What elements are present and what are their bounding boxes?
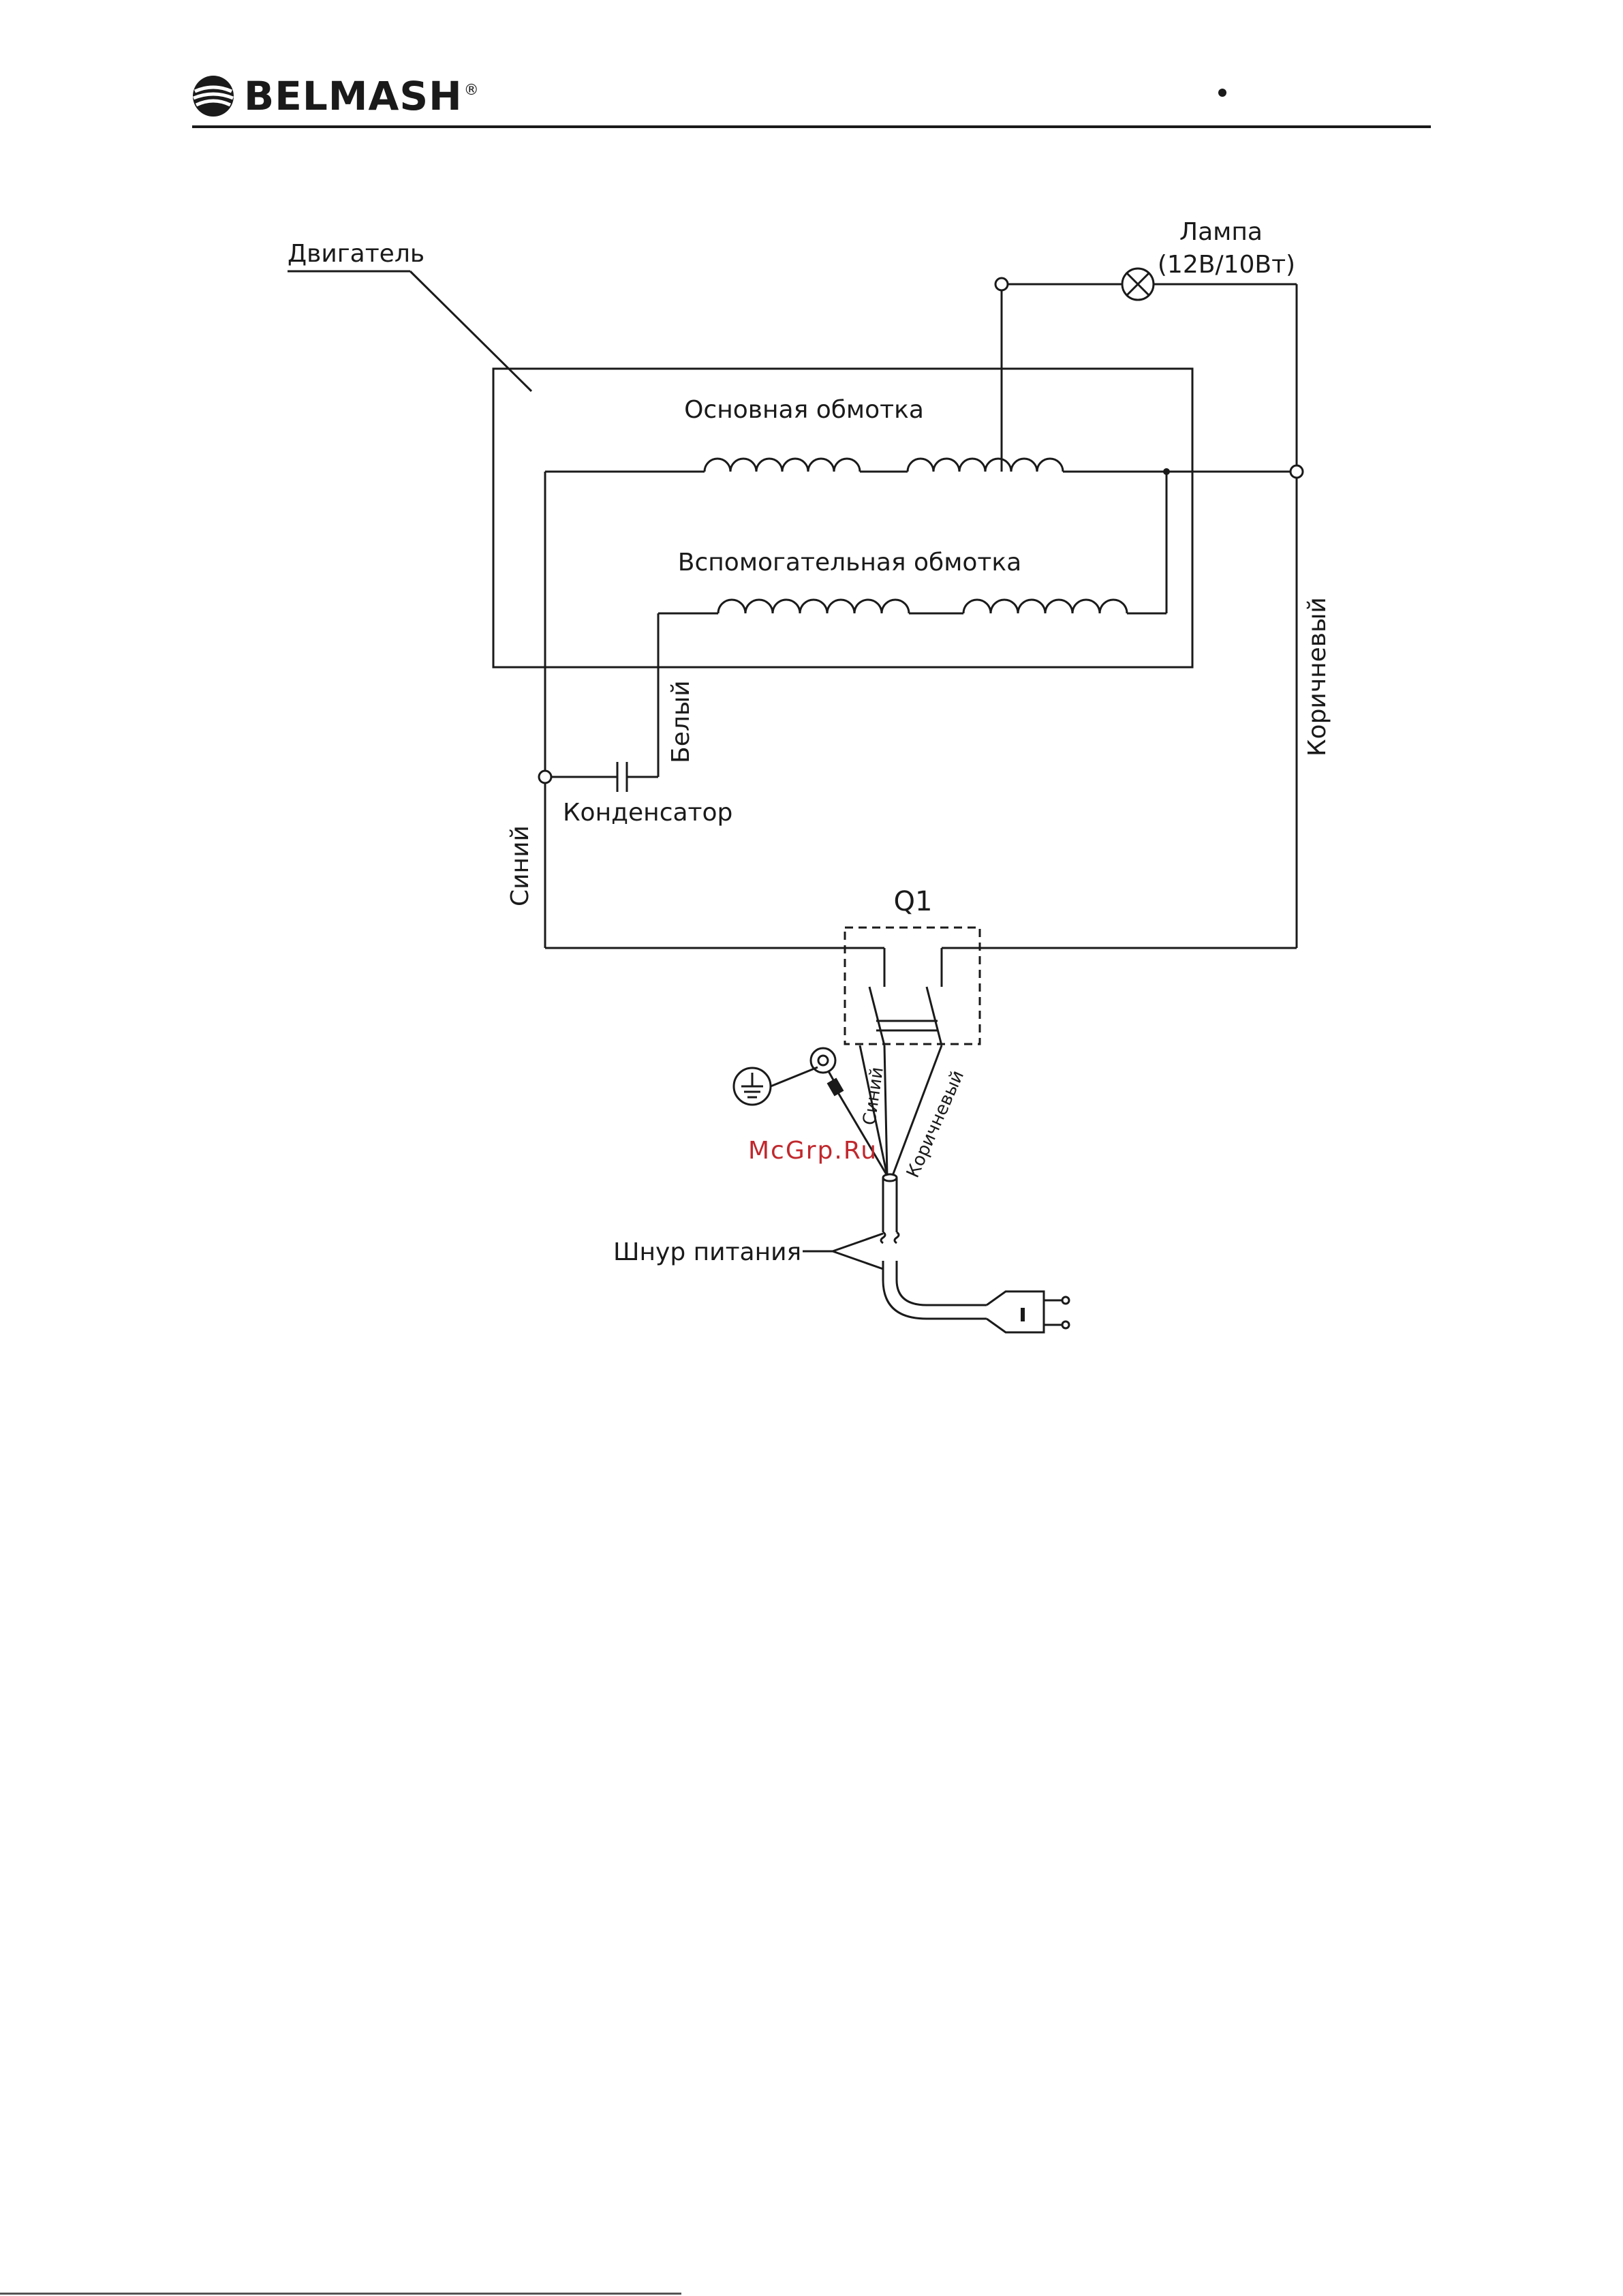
power-cord (881, 1174, 987, 1319)
capacitor-symbol (545, 762, 632, 792)
ground-icon (734, 1067, 818, 1105)
lamp-rating: (12В/10Вт) (1158, 251, 1295, 279)
terminal-capacitor (539, 771, 551, 783)
plug-pin-mark (1021, 1308, 1025, 1321)
plug-icon (987, 1291, 1069, 1332)
terminal-lamp (995, 278, 1008, 290)
lamp-label: Лампа (1179, 218, 1263, 246)
footer-rule (0, 2293, 681, 2295)
lamp-symbol (1122, 269, 1154, 300)
switch-q1-box (845, 928, 980, 1044)
main-winding-label: Основная обмотка (684, 396, 924, 424)
lug-sleeve (827, 1077, 844, 1096)
motor-label: Двигатель (288, 240, 424, 268)
power-cord-label: Шнур питания (613, 1238, 801, 1266)
cord-wire-blue-label: Синий (859, 1066, 888, 1127)
switch-label: Q1 (894, 886, 933, 917)
terminal-brown (1290, 465, 1303, 478)
wire-blue-label: Синий (506, 825, 534, 906)
main-winding (545, 459, 1297, 472)
watermark: McGrp.Ru (748, 1137, 878, 1165)
aux-winding (658, 472, 1166, 613)
cord-wire-blue (884, 1045, 887, 1176)
wire-white-label: Белый (667, 680, 695, 763)
capacitor-label: Конденсатор (563, 799, 732, 827)
aux-winding-label: Вспомогательная обмотка (678, 549, 1021, 577)
junction-dot (1163, 468, 1170, 475)
wire-brown-label: Коричневый (1303, 597, 1331, 756)
